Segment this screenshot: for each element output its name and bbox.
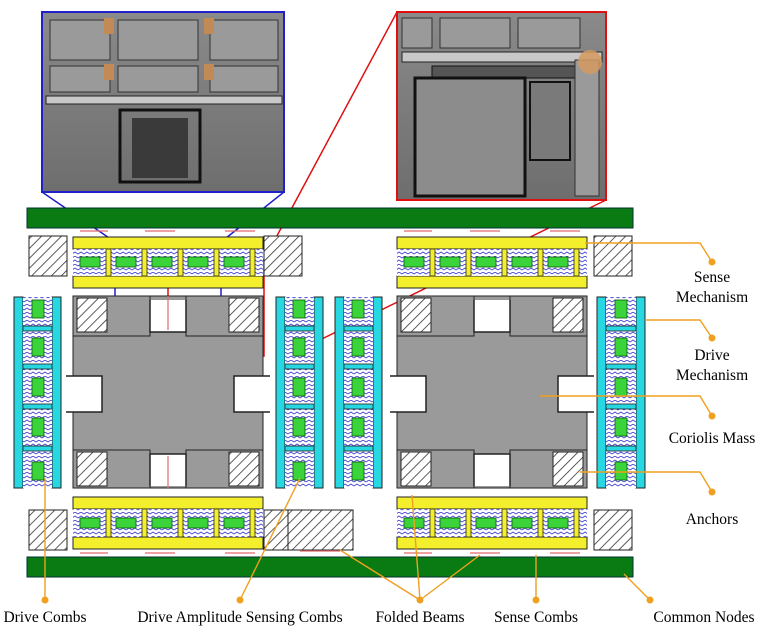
zoom-inset-left	[41, 11, 285, 193]
gyroscope-right	[287, 230, 646, 554]
sense-combs-bottom	[79, 517, 245, 529]
drive-amplitude-sensing-combs	[292, 299, 306, 481]
zoom-inset-right	[396, 11, 607, 201]
anchor	[76, 297, 108, 333]
drive-frame	[275, 296, 286, 489]
label-sense-mechanism-line1: Sense	[694, 269, 730, 286]
sense-frame	[72, 275, 264, 289]
sense-frame	[396, 275, 588, 289]
drive-frame	[51, 296, 62, 489]
sense-frame	[72, 536, 264, 550]
labels: Sense Mechanism Drive Mechanism Coriolis…	[3, 269, 755, 626]
label-anchors: Anchors	[686, 511, 739, 528]
anchor	[228, 451, 260, 487]
label-drive-amplitude-sensing-combs: Drive Amplitude Sensing Combs	[137, 609, 342, 626]
label-sense-mechanism-line2: Mechanism	[676, 289, 748, 306]
gyroscope-left	[13, 230, 324, 554]
anchor	[593, 235, 633, 277]
anchor	[28, 235, 68, 277]
label-drive-mechanism-line2: Mechanism	[676, 367, 748, 384]
sense-combs-top	[79, 256, 245, 268]
label-sense-combs: Sense Combs	[494, 609, 578, 626]
label-drive-combs: Drive Combs	[3, 609, 86, 626]
sense-frame	[72, 496, 264, 510]
drive-frame	[313, 296, 324, 489]
anchor	[287, 509, 354, 551]
sense-frame	[396, 496, 588, 510]
anchor	[593, 509, 633, 551]
drive-combs-left	[31, 299, 45, 481]
label-coriolis-mass: Coriolis Mass	[669, 430, 756, 447]
label-drive-mechanism-line1: Drive	[694, 347, 729, 364]
leader-dots	[41, 258, 716, 604]
drive-frame	[13, 296, 24, 489]
top-common-node-bar	[26, 207, 634, 229]
leader-lines	[44, 242, 713, 601]
sense-frame	[72, 236, 264, 250]
sense-frame	[396, 536, 588, 550]
label-folded-beams: Folded Beams	[375, 609, 464, 626]
anchor	[76, 451, 108, 487]
anchor	[228, 297, 260, 333]
label-common-nodes: Common Nodes	[653, 609, 754, 626]
bottom-common-node-bar	[26, 556, 634, 578]
sense-frame	[396, 236, 588, 250]
anchor	[28, 509, 68, 551]
anchor	[263, 235, 303, 277]
